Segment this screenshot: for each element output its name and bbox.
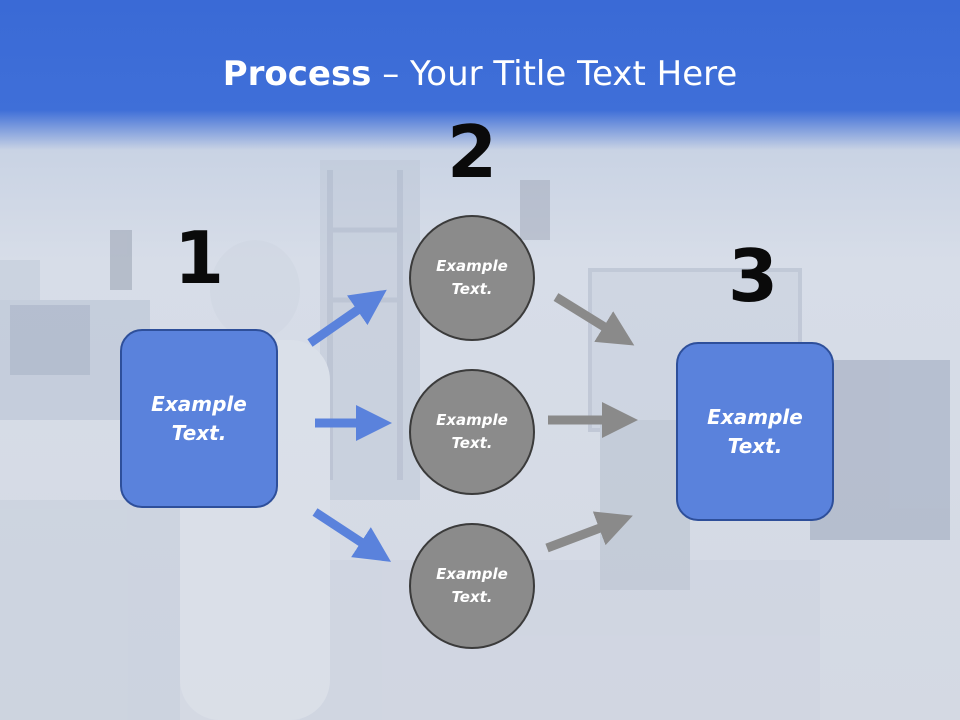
step-2-circle-middle: Example Text. (409, 369, 535, 495)
blue-arrow-up (307, 289, 387, 347)
step-1-box: Example Text. (120, 329, 278, 508)
step-1-number: 1 (173, 216, 225, 300)
step-2-number: 2 (446, 110, 498, 194)
slide-title-bold: Process (222, 54, 372, 94)
gray-arrow-down (553, 293, 635, 346)
circle-top-label: Example Text. (436, 257, 508, 298)
circle-bottom-label: Example Text. (436, 565, 508, 606)
step-3-box: Example Text. (676, 342, 834, 521)
gray-arrow-up (545, 511, 633, 553)
step-3-number: 3 (727, 234, 779, 318)
slide-title: Process – Your Title Text Here (0, 50, 960, 98)
step-1-label: Example Text. (151, 391, 247, 445)
step-2-circle-bottom: Example Text. (409, 523, 535, 649)
circle-middle-label: Example Text. (436, 411, 508, 452)
blue-arrow-down (312, 508, 392, 562)
step-2-circle-top: Example Text. (409, 215, 535, 341)
slide-title-rest: – Your Title Text Here (371, 54, 738, 94)
step-3-label: Example Text. (707, 404, 803, 458)
